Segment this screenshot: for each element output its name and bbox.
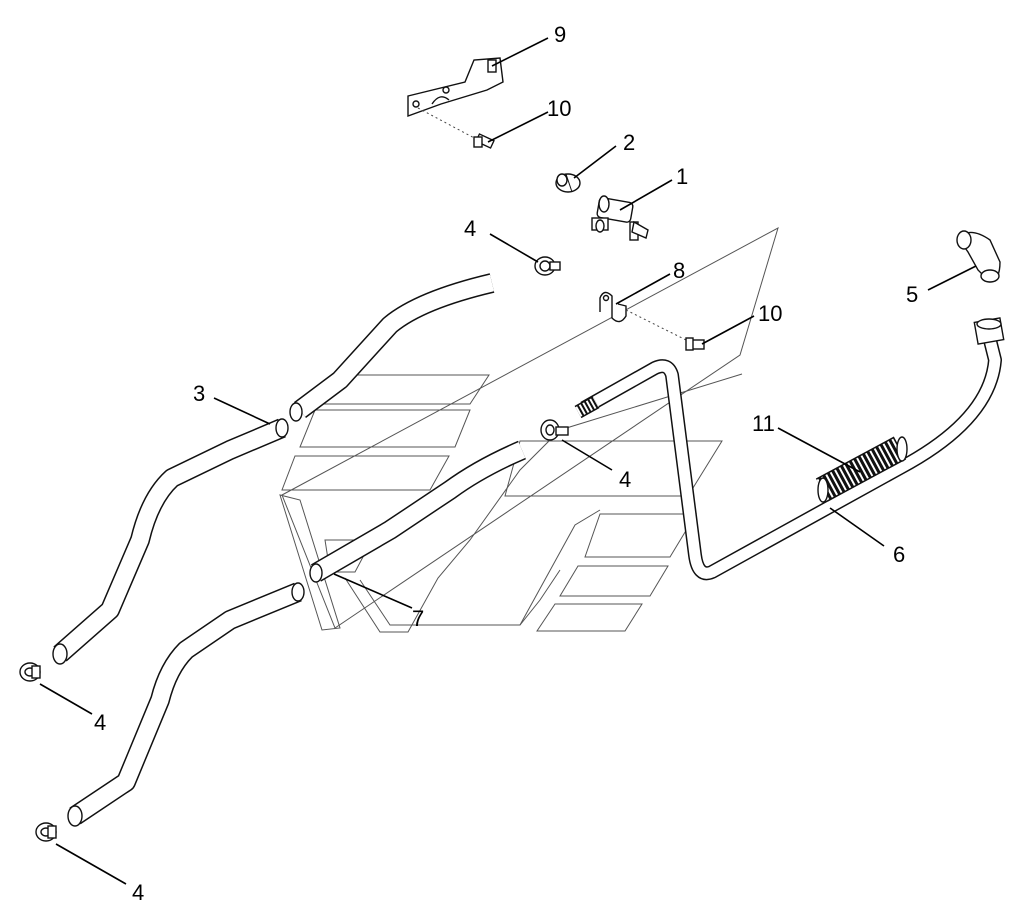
callout-11: 11: [752, 411, 775, 436]
callout-4-upper: 4: [464, 216, 476, 241]
part-3-hose-left: [52, 418, 289, 665]
callout-4-lower-2: 4: [132, 880, 144, 905]
part-4-clamp-upper: [534, 256, 561, 276]
part-10-screw-lower: [625, 309, 705, 351]
callout-10-upper: 10: [547, 96, 571, 121]
part-9-bracket: [407, 57, 504, 117]
small-spring: [574, 395, 600, 419]
callout-labels: 9 10 2 1 4 8 10 5 3 11 4 6 7 4 4: [94, 22, 918, 905]
part-2-coupler: [555, 173, 581, 193]
part-4-clamp-middle: [540, 419, 569, 441]
callout-3: 3: [193, 381, 205, 406]
part-6-fitting-nut: [973, 317, 1005, 345]
part-5-elbow: [956, 230, 1001, 283]
callout-6: 6: [893, 542, 905, 567]
part-1-valve: [591, 195, 649, 241]
part-6-metal-line: [580, 338, 1002, 581]
part-4-clamp-left-2: [35, 822, 57, 842]
callout-9: 9: [554, 22, 566, 47]
callout-7: 7: [412, 606, 424, 631]
callout-2: 2: [623, 130, 635, 155]
part-4-clamp-left-1: [19, 662, 41, 682]
part-8-clip: [599, 291, 627, 323]
part-11-spring-guard: [815, 436, 908, 503]
callout-10-lower: 10: [758, 301, 782, 326]
part-7-hose-middle: [309, 440, 526, 583]
part-10-screw-upper: [417, 107, 495, 149]
callout-4-lower-1: 4: [94, 710, 106, 735]
callout-8: 8: [673, 258, 685, 283]
callout-1: 1: [676, 164, 688, 189]
leader-lines: [39, 37, 977, 885]
callout-5: 5: [906, 282, 918, 307]
part-7-hose-lower: [67, 582, 305, 827]
part-3-hose-upper: [289, 273, 495, 422]
callout-4-middle: 4: [619, 467, 631, 492]
